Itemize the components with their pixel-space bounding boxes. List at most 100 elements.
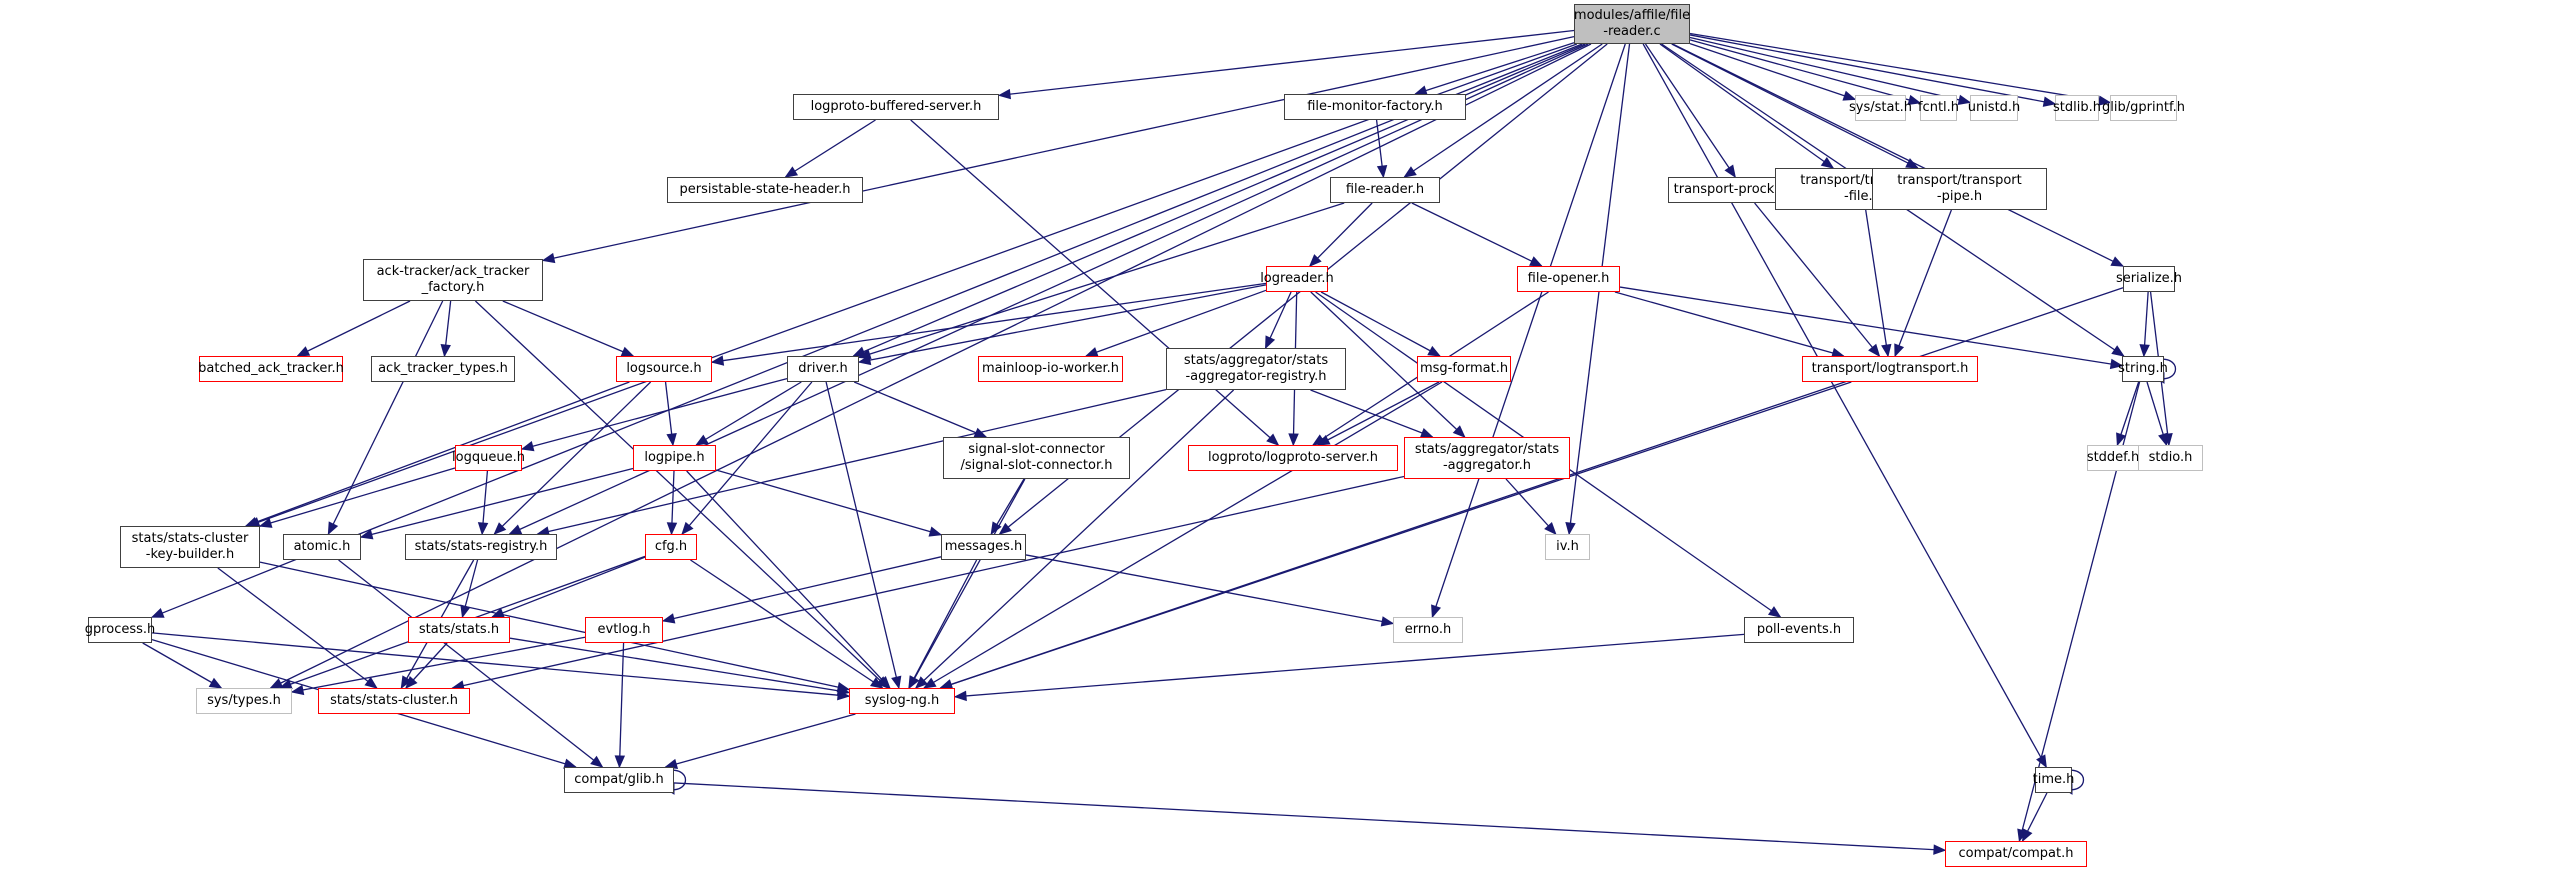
edge-arrowhead [784, 166, 799, 178]
node-lqu[interactable]: logqueue.h [452, 445, 525, 471]
node-sdf[interactable]: stddef.h [2087, 445, 2139, 471]
node-sag[interactable]: stats/aggregator/stats -aggregator.h [1404, 437, 1570, 479]
node-root[interactable]: modules/affile/file -reader.c [1574, 4, 1690, 44]
edge-frh-drv [858, 202, 1345, 359]
edge-lrd-miw [1085, 289, 1267, 357]
node-uni[interactable]: unistd.h [1968, 95, 2020, 121]
node-frh[interactable]: file-reader.h [1330, 177, 1440, 203]
node-ivh[interactable]: iv.h [1545, 534, 1590, 560]
edge-atf-bat [297, 300, 411, 357]
edge-arrowhead [477, 522, 489, 536]
edge-arrowhead [508, 524, 523, 535]
edge-arrowhead [998, 522, 1012, 535]
node-bat[interactable]: batched_ack_tracker.h [198, 356, 344, 382]
edge-arrowhead [914, 676, 928, 689]
edge-root-gpf [1689, 32, 2111, 104]
edge-arrowhead [2021, 828, 2033, 843]
node-gpr[interactable]: gprocess.h [85, 617, 155, 643]
edge-arrowhead [590, 755, 604, 768]
node-evl[interactable]: evtlog.h [585, 617, 663, 643]
edge-arrowhead [269, 678, 284, 689]
node-pst[interactable]: persistable-state-header.h [667, 177, 863, 203]
node-atf[interactable]: ack-tracker/ack_tracker _factory.h [363, 259, 543, 301]
node-cgl[interactable]: compat/glib.h [564, 767, 674, 793]
edge-root-drv [853, 43, 1586, 357]
edge-arrowhead [620, 346, 635, 357]
node-ssc[interactable]: signal-slot-connector /signal-slot-conne… [943, 437, 1130, 479]
edge-drv-cfg [681, 381, 813, 535]
edge-arrowhead [1427, 345, 1442, 357]
node-sar[interactable]: stats/aggregator/stats -aggregator-regis… [1166, 348, 1346, 390]
edge-arrowhead [296, 346, 311, 357]
edge-gpr-sng [151, 632, 850, 697]
edge-arrowhead [400, 675, 412, 690]
edge-arrowhead [681, 521, 694, 536]
edge-arrowhead [1308, 254, 1322, 267]
node-str[interactable]: string.h [2118, 356, 2168, 382]
edge-arrowhead [1767, 606, 1782, 618]
edge-root-atf [542, 35, 1575, 262]
edge-arrowhead [290, 684, 305, 696]
node-sts[interactable]: stats/stats.h [408, 617, 510, 643]
node-srg[interactable]: stats/stats-registry.h [405, 534, 557, 560]
node-att[interactable]: ack_tracker_types.h [371, 356, 515, 382]
edge-lrd-drv [858, 284, 1267, 363]
edge-arrowhead [836, 685, 851, 696]
edge-tpm-ltr [1754, 202, 1880, 357]
edge-arrowhead [1565, 521, 1576, 536]
node-sio[interactable]: stdio.h [2138, 445, 2203, 471]
edge-arrowhead [2158, 432, 2169, 447]
edge-arrowhead [908, 675, 919, 690]
node-scl[interactable]: stats/stats-cluster.h [318, 688, 470, 714]
edge-root-err [1431, 43, 1626, 618]
node-sng[interactable]: syslog-ng.h [849, 688, 955, 714]
edge-skb-scl [217, 567, 378, 689]
node-fmf[interactable]: file-monitor-factory.h [1284, 94, 1466, 120]
node-msg[interactable]: messages.h [941, 534, 1026, 560]
edge-ttp-ltr [1894, 209, 1952, 357]
edge-root-tpm [1644, 43, 1736, 178]
node-fop[interactable]: file-opener.h [1517, 266, 1620, 292]
node-miw[interactable]: mainloop-io-worker.h [978, 356, 1123, 382]
edge-lsr-skb [245, 381, 630, 527]
edge-arrowhead [2110, 256, 2125, 267]
edge-lrd-lsr [711, 282, 1267, 363]
edge-msg-err [1025, 554, 1394, 625]
node-fcn[interactable]: fcntl.h [1918, 95, 1959, 121]
edge-ttf-ltr [1865, 209, 1889, 357]
edge-ato-cgl [338, 559, 603, 768]
node-gpf[interactable]: glib/gprintf.h [2102, 95, 2185, 121]
node-tim[interactable]: time.h [2033, 767, 2074, 793]
node-ccm[interactable]: compat/compat.h [1945, 841, 2087, 867]
edge-arrowhead [493, 522, 507, 535]
node-sst[interactable]: sys/stat.h [1849, 95, 1912, 121]
node-lps[interactable]: logproto/logproto-server.h [1188, 445, 1398, 471]
edge-sar-srg [537, 389, 1167, 535]
node-pev[interactable]: poll-events.h [1744, 617, 1854, 643]
node-err[interactable]: errno.h [1393, 617, 1463, 643]
node-skb[interactable]: stats/stats-cluster -key-builder.h [120, 526, 260, 568]
edge-cfg-sts [491, 556, 646, 618]
node-ato[interactable]: atomic.h [283, 534, 361, 560]
edge-arrowhead [1452, 425, 1466, 438]
edge-arrowhead [614, 755, 626, 769]
node-sty[interactable]: sys/types.h [196, 688, 292, 714]
edge-arrowhead [364, 676, 378, 689]
node-cfg[interactable]: cfg.h [645, 534, 697, 560]
node-ttp[interactable]: transport/transport -pipe.h [1872, 168, 2047, 210]
node-sdl[interactable]: stdlib.h [2053, 95, 2101, 121]
node-mfm[interactable]: msg-format.h [1417, 356, 1511, 382]
edge-arrowhead [1894, 343, 1905, 358]
edge-root-ttf [1659, 43, 1834, 169]
node-lsr[interactable]: logsource.h [616, 356, 712, 382]
edge-arrowhead [1266, 433, 1280, 446]
node-lrd[interactable]: logreader.h [1260, 266, 1334, 292]
node-ltr[interactable]: transport/logtransport.h [1802, 356, 1978, 382]
node-ser[interactable]: serialize.h [2116, 266, 2182, 292]
node-lbs[interactable]: logproto-buffered-server.h [793, 94, 999, 120]
edge-arrowhead [1544, 521, 1557, 535]
edge-arrowhead [953, 690, 967, 702]
node-lpi[interactable]: logpipe.h [633, 445, 716, 471]
node-drv[interactable]: driver.h [787, 356, 859, 382]
